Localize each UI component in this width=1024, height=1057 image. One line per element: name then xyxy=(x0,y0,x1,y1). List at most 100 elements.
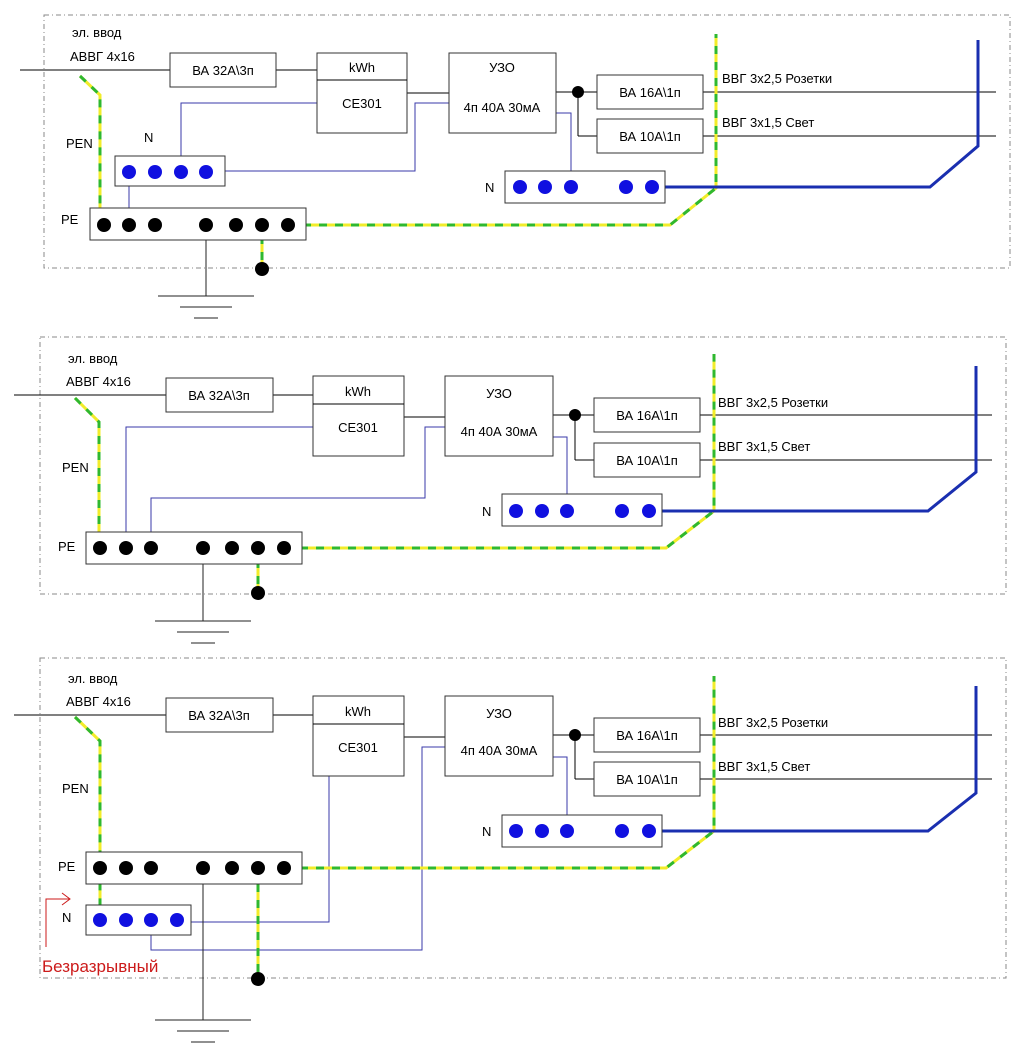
breaker-10a-box xyxy=(593,761,701,797)
pen-conductor-stripe xyxy=(73,715,102,918)
breaker-16a-label: ВА 16А\1п xyxy=(619,85,681,100)
rcd-box xyxy=(444,695,554,777)
scheme-1: эл. ввод АВВГ 4х16 ВА 32А\3п kWh СЕ301 У… xyxy=(20,14,1011,319)
scheme-frame xyxy=(39,657,1007,979)
meter-unit-label: kWh xyxy=(349,60,375,75)
main-breaker-box xyxy=(165,697,274,733)
pen-label: PEN xyxy=(66,136,93,151)
input-cable: АВВГ 4х16 xyxy=(66,694,131,709)
outgoing-line-1-label: ВВГ 3х2,5 Розетки xyxy=(722,71,832,86)
n-bus-terminals xyxy=(93,824,656,927)
rcd-title-label: УЗО xyxy=(486,706,512,721)
breaker-16a-label: ВА 16А\1п xyxy=(616,728,678,743)
pe-label: PE xyxy=(61,212,79,227)
n-wire xyxy=(180,102,317,171)
rcd-rating-label: 4п 40А 30мА xyxy=(461,424,538,439)
n-bus-box xyxy=(501,493,663,527)
note-label: Безразрывный xyxy=(42,957,158,976)
n-label: N xyxy=(62,910,71,925)
breaker-16a-box xyxy=(596,74,704,110)
n-wire xyxy=(191,776,330,923)
breaker-16a-box xyxy=(593,397,701,433)
n-bus-label: N xyxy=(482,824,491,839)
breaker-10a-label: ВА 10А\1п xyxy=(619,129,681,144)
breaker-16a-box xyxy=(593,717,701,753)
n-wire xyxy=(553,756,568,831)
meter-box xyxy=(312,695,405,777)
rcd-rating-label: 4п 40А 30мА xyxy=(464,100,541,115)
n-wire xyxy=(206,102,449,172)
ground-symbol-icon xyxy=(158,295,254,319)
scheme-3: эл. ввод АВВГ 4х16 ВА 32А\3п kWh СЕ301 У… xyxy=(14,657,1007,1043)
pe-conductor-stripe xyxy=(300,354,716,550)
scheme-frame xyxy=(43,14,1011,269)
ground-symbol-icon xyxy=(155,620,251,644)
pe-bus-box xyxy=(85,531,303,565)
main-breaker-label: ВА 32А\3п xyxy=(188,388,250,403)
neutral-outgoing xyxy=(649,366,978,513)
breaker-10a-label: ВА 10А\1п xyxy=(616,772,678,787)
neutral-outgoing xyxy=(649,686,978,833)
n-bus-box xyxy=(501,814,663,848)
input-title: эл. ввод xyxy=(72,25,122,40)
input-cable: АВВГ 4х16 xyxy=(66,374,131,389)
pen-conductor-stripe xyxy=(78,74,102,224)
rcd-box xyxy=(444,375,554,457)
n-label: N xyxy=(144,130,153,145)
input-title: эл. ввод xyxy=(68,671,118,686)
outgoing-line-1-label: ВВГ 3х2,5 Розетки xyxy=(718,395,828,410)
pe-conductor-stripe xyxy=(303,34,718,227)
neutral-outgoing xyxy=(652,40,980,189)
outgoing-line-2-label: ВВГ 3х1,5 Свет xyxy=(718,439,810,454)
n-wire xyxy=(553,436,568,511)
meter-model-label: СЕ301 xyxy=(338,420,378,435)
n-bus-terminals xyxy=(122,165,659,194)
pen-label: PEN xyxy=(62,460,89,475)
pe-label: PE xyxy=(58,859,76,874)
breaker-10a-box xyxy=(593,442,701,478)
pe-label: PE xyxy=(58,539,76,554)
pe-bus-terminals xyxy=(93,729,581,986)
rcd-title-label: УЗО xyxy=(489,60,515,75)
main-breaker-box xyxy=(165,377,274,413)
meter-box xyxy=(312,375,405,457)
breaker-10a-box xyxy=(596,118,704,154)
n-bus-label: N xyxy=(485,180,494,195)
n-bus-box xyxy=(504,170,666,204)
meter-box xyxy=(316,52,408,134)
pe-bus-terminals xyxy=(93,409,581,600)
input-cable: АВВГ 4х16 xyxy=(70,49,135,64)
pen-conductor-stripe xyxy=(73,396,101,547)
n-bus-terminals xyxy=(509,504,656,518)
breaker-16a-label: ВА 16А\1п xyxy=(616,408,678,423)
rcd-title-label: УЗО xyxy=(486,386,512,401)
main-breaker-label: ВА 32А\3п xyxy=(188,708,250,723)
outgoing-line-1-label: ВВГ 3х2,5 Розетки xyxy=(718,715,828,730)
n-wire xyxy=(125,426,313,548)
pe-conductor-stripe xyxy=(300,676,716,870)
pe-bus-box xyxy=(85,851,303,885)
rcd-box xyxy=(448,52,557,134)
meter-unit-label: kWh xyxy=(345,384,371,399)
outgoing-line-2-label: ВВГ 3х1,5 Свет xyxy=(722,115,814,130)
pen-label: PEN xyxy=(62,781,89,796)
meter-model-label: СЕ301 xyxy=(342,96,382,111)
input-title: эл. ввод xyxy=(68,351,118,366)
scheme-frame xyxy=(39,336,1007,595)
n-wire xyxy=(150,746,445,951)
rcd-rating-label: 4п 40А 30мА xyxy=(461,743,538,758)
main-breaker-label: ВА 32А\3п xyxy=(192,63,254,78)
n-wire xyxy=(150,426,445,548)
breaker-10a-label: ВА 10А\1п xyxy=(616,453,678,468)
main-breaker-box xyxy=(169,52,277,88)
ground-symbol-icon xyxy=(155,1019,251,1043)
pe-bus-box xyxy=(89,207,307,241)
meter-unit-label: kWh xyxy=(345,704,371,719)
arrow-icon xyxy=(45,892,71,947)
n-bus-label: N xyxy=(482,504,491,519)
n-wire xyxy=(556,112,572,186)
pe-bus-terminals xyxy=(97,86,584,276)
pen-conductor xyxy=(73,715,102,918)
outgoing-line-2-label: ВВГ 3х1,5 Свет xyxy=(718,759,810,774)
